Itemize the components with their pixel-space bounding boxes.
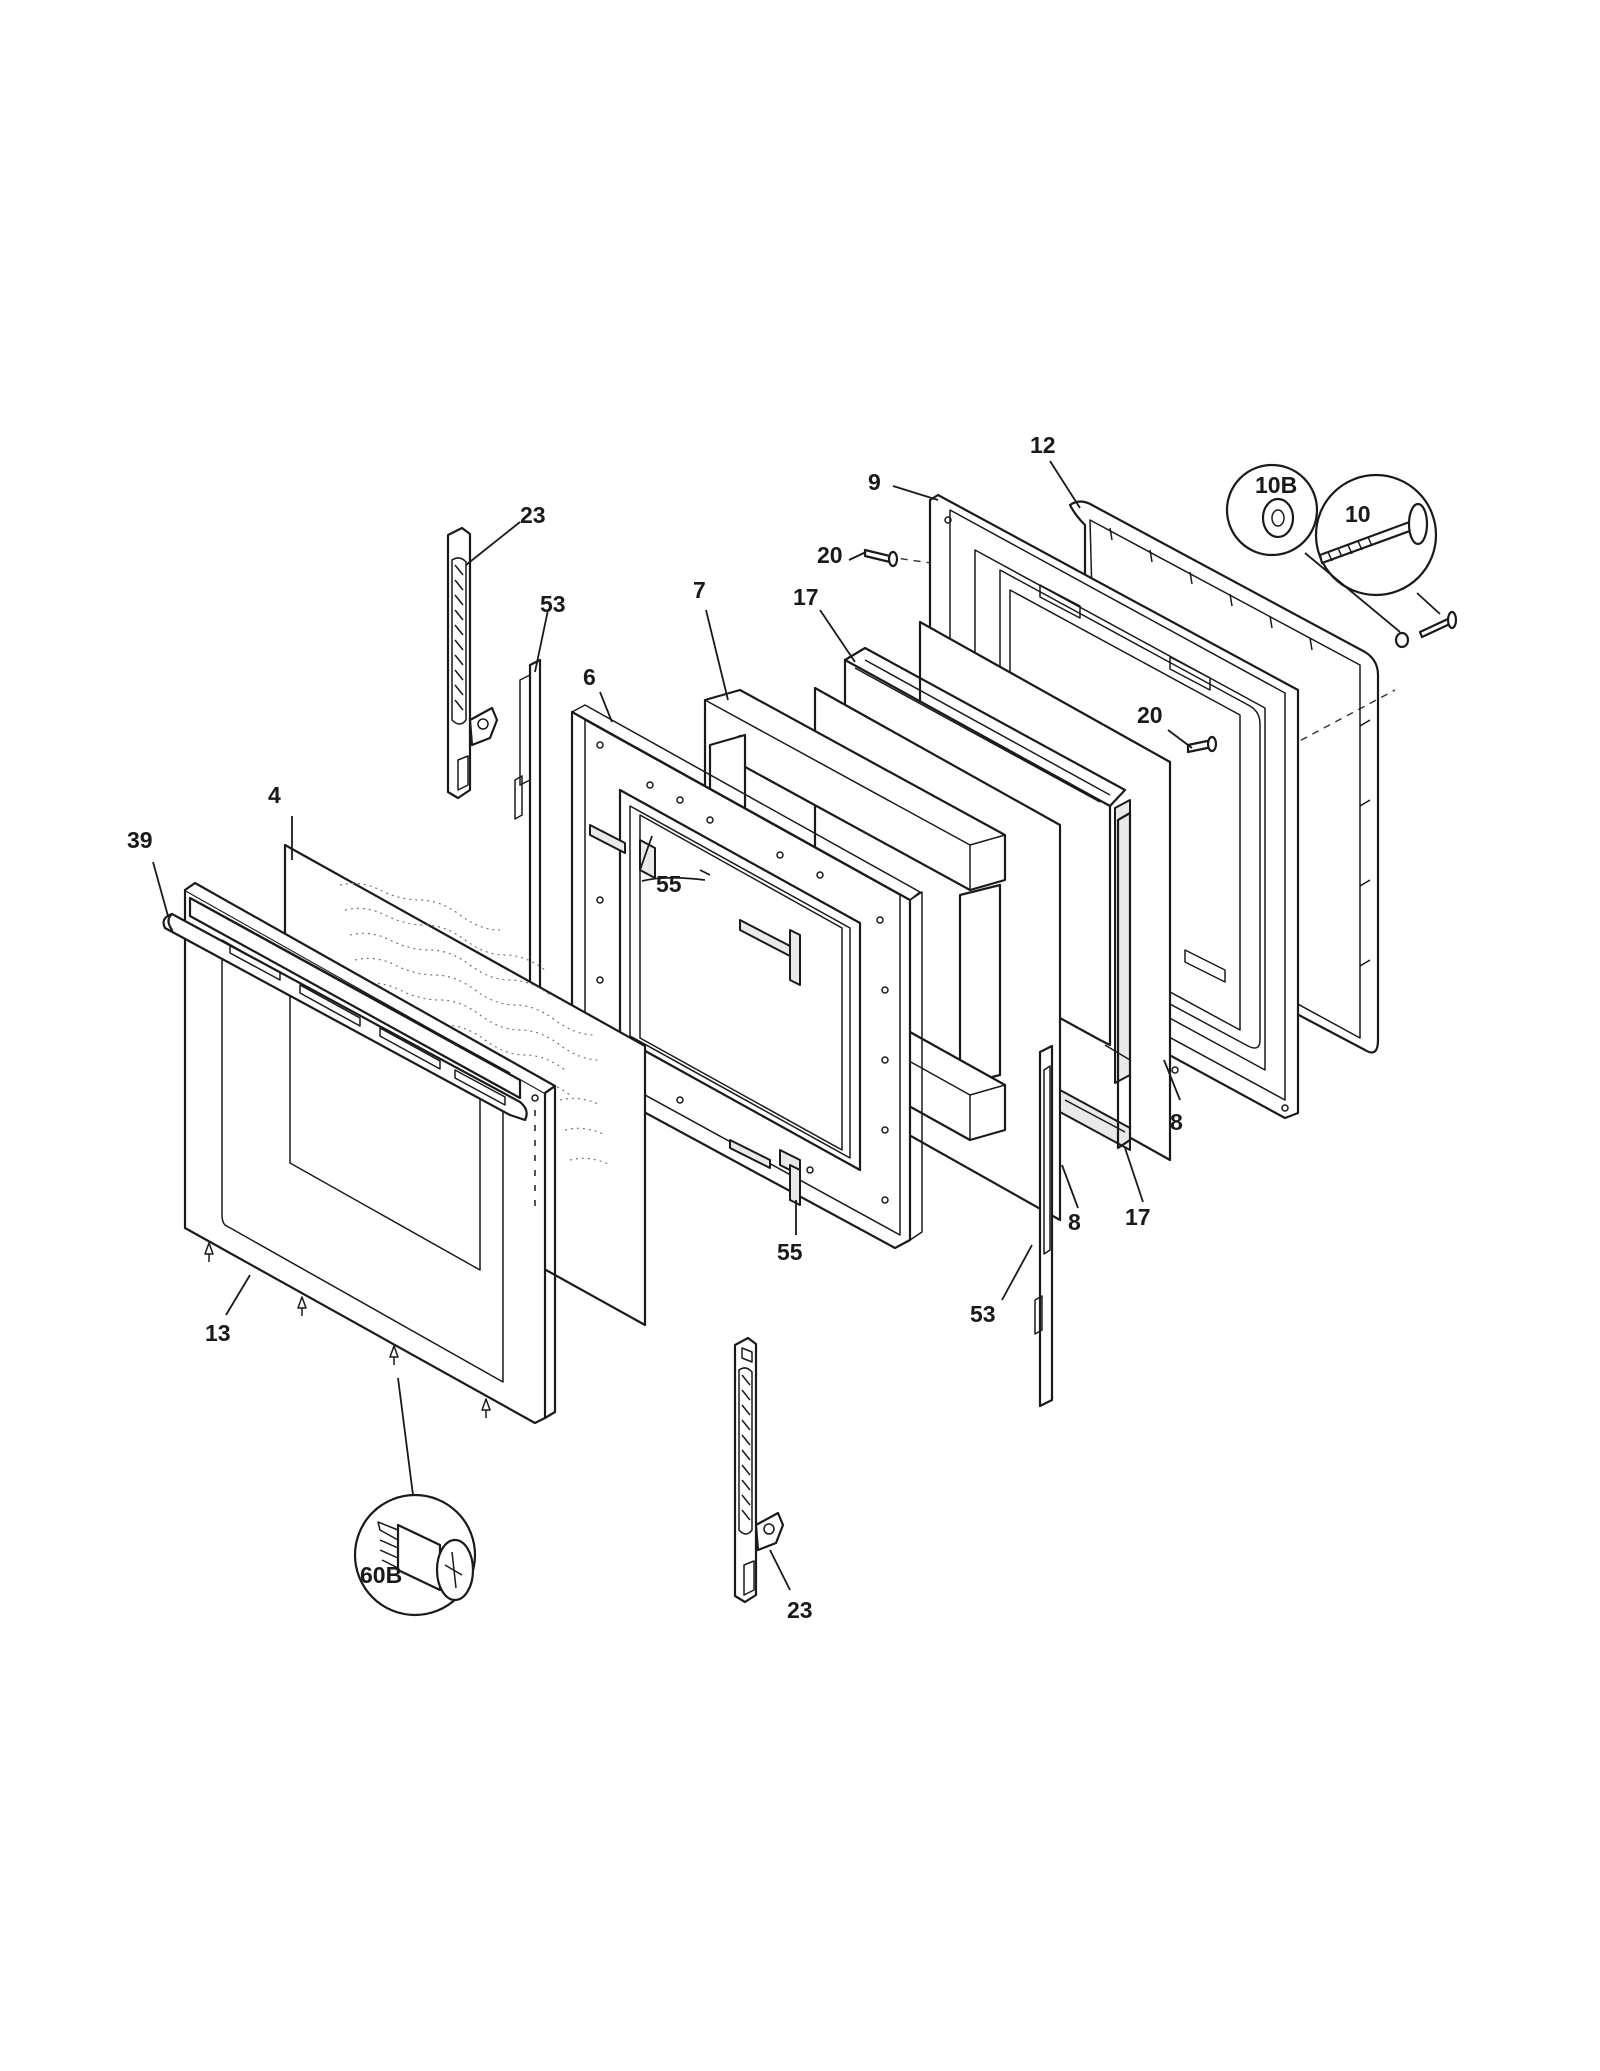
leader-lines — [152, 460, 1441, 1591]
part-53-door-side-strip-bottom — [1034, 1044, 1054, 1408]
part-60b-screws — [204, 1242, 491, 1418]
callout-7: 7 — [693, 577, 706, 603]
callout-8-right: 8 — [1170, 1109, 1183, 1135]
callout-53-top: 53 — [540, 591, 566, 617]
callout-20-top: 20 — [817, 542, 843, 568]
callout-55-bot: 55 — [777, 1239, 803, 1265]
detail-circle-60b — [353, 1493, 477, 1617]
detail-circle-10b — [1225, 463, 1319, 557]
part-20-clip-top — [863, 548, 899, 568]
callout-8-mid: 8 — [1068, 1209, 1081, 1235]
callout-labels: 23 53 9 12 10B 10 20 7 17 6 20 4 39 55 8… — [127, 432, 1371, 1623]
callout-23-bot: 23 — [787, 1597, 813, 1623]
part-17-spacer-strip — [1059, 811, 1132, 1151]
part-20-clip-mid — [1186, 735, 1218, 754]
part-13-outer-door-panel — [183, 881, 557, 1425]
callout-23-top: 23 — [520, 502, 546, 528]
part-6-door-frame — [570, 704, 923, 1250]
callout-60b: 60B — [360, 1562, 402, 1588]
part-10-screw-and-washer — [1394, 610, 1458, 649]
callout-13: 13 — [205, 1320, 231, 1346]
callout-39: 39 — [127, 827, 153, 853]
callout-10b: 10B — [1255, 472, 1297, 498]
callout-53-bot: 53 — [970, 1301, 996, 1327]
callout-20-mid: 20 — [1137, 702, 1163, 728]
callout-12: 12 — [1030, 432, 1056, 458]
callout-17-top: 17 — [793, 584, 819, 610]
callout-9: 9 — [868, 469, 881, 495]
detail-circle-10 — [1314, 473, 1438, 597]
callout-6: 6 — [583, 664, 596, 690]
callout-4: 4 — [268, 782, 281, 808]
part-23-hinge-top — [446, 526, 499, 800]
part-39-door-handle — [162, 896, 528, 1122]
part-23-hinge-bottom — [733, 1336, 785, 1604]
callout-10: 10 — [1345, 501, 1371, 527]
callout-17-bot: 17 — [1125, 1204, 1151, 1230]
callout-55-mid: 55 — [656, 871, 682, 897]
